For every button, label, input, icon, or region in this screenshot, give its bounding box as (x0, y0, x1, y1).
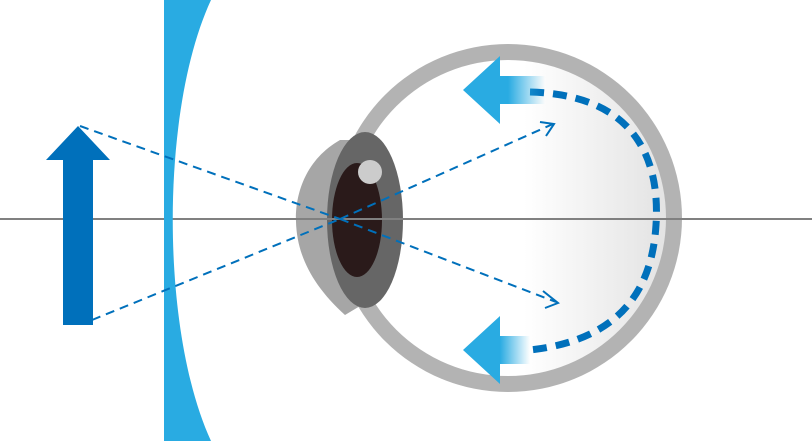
image-shell-curve (529, 88, 660, 354)
ray-upper-refracted (339, 123, 554, 220)
focus-shift-bottom-left-arrow-icon (463, 316, 530, 384)
ray-lower-incoming (91, 218, 341, 321)
focus-shift-top-left-arrow-icon (463, 56, 545, 124)
ray-upper-incoming (79, 125, 341, 220)
ray-lower-refracted (339, 218, 557, 303)
ray-lower-arrowhead (542, 290, 560, 309)
spectacle-lens (164, 0, 211, 441)
object-up-arrow-icon (46, 126, 110, 325)
pupil-highlight (358, 160, 382, 184)
ray-arrowheads (539, 121, 560, 309)
ray-upper-arrowhead (539, 121, 556, 137)
light-rays (79, 123, 557, 321)
anterior-eye (295, 132, 403, 315)
